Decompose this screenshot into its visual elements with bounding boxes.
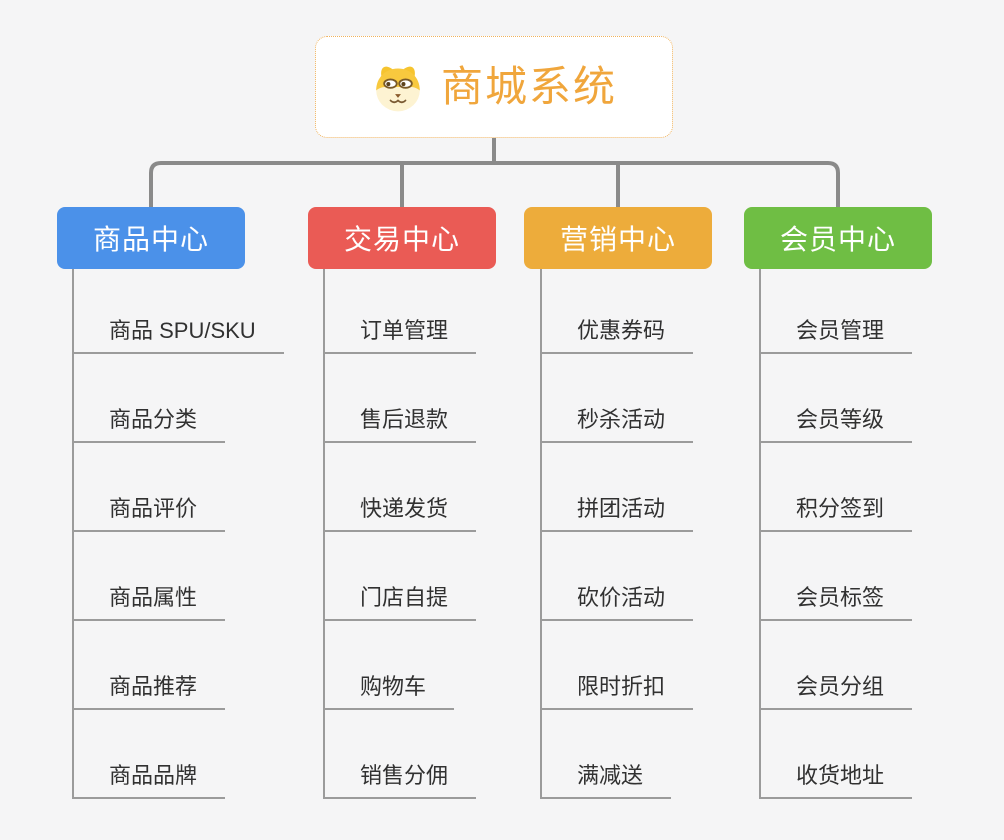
leaf-list-member-center: 会员管理 会员等级 积分签到 会员标签 会员分组 收货地址 <box>759 269 913 799</box>
leaf-label: 会员等级 <box>761 407 913 443</box>
leaf-node[interactable]: 快递发货 <box>325 443 477 532</box>
leaf-node[interactable]: 秒杀活动 <box>542 354 694 443</box>
leaf-node[interactable]: 商品推荐 <box>74 621 284 710</box>
leaf-label: 拼团活动 <box>542 496 694 532</box>
leaf-node[interactable]: 门店自提 <box>325 532 477 621</box>
branch-node-member-center[interactable]: 会员中心 <box>744 207 932 269</box>
leaf-label: 订单管理 <box>325 318 477 354</box>
leaf-node[interactable]: 满减送 <box>542 710 693 799</box>
leaf-label: 商品推荐 <box>74 674 226 710</box>
branch-node-marketing-center[interactable]: 营销中心 <box>524 207 712 269</box>
leaf-node[interactable]: 拼团活动 <box>542 443 694 532</box>
leaf-node[interactable]: 优惠券码 <box>542 269 694 354</box>
leaf-node[interactable]: 会员分组 <box>761 621 913 710</box>
leaf-label: 会员分组 <box>761 674 913 710</box>
leaf-label: 购物车 <box>325 674 455 710</box>
leaf-node[interactable]: 积分签到 <box>761 443 913 532</box>
leaf-node[interactable]: 商品评价 <box>74 443 284 532</box>
leaf-node[interactable]: 商品属性 <box>74 532 284 621</box>
leaf-list-marketing-center: 优惠券码 秒杀活动 拼团活动 砍价活动 限时折扣 满减送 <box>540 269 694 799</box>
leaf-label: 快递发货 <box>325 496 477 532</box>
leaf-label: 限时折扣 <box>542 674 694 710</box>
leaf-node[interactable]: 会员等级 <box>761 354 913 443</box>
leaf-label: 砍价活动 <box>542 585 694 621</box>
leaf-node[interactable]: 购物车 <box>325 621 476 710</box>
leaf-label: 商品评价 <box>74 496 226 532</box>
branch-bus-connector <box>149 161 840 207</box>
leaf-label: 门店自提 <box>325 585 477 621</box>
leaf-node[interactable]: 售后退款 <box>325 354 477 443</box>
leaf-label: 满减送 <box>542 763 672 799</box>
leaf-label: 商品 SPU/SKU <box>74 318 284 354</box>
leaf-label: 积分签到 <box>761 496 913 532</box>
root-node[interactable]: 商城系统 <box>315 36 673 138</box>
leaf-node[interactable]: 销售分佣 <box>325 710 477 799</box>
branch-node-trade-center[interactable]: 交易中心 <box>308 207 496 269</box>
leaf-label: 商品属性 <box>74 585 226 621</box>
shiba-dog-icon <box>376 66 420 112</box>
leaf-node[interactable]: 会员管理 <box>761 269 913 354</box>
leaf-label: 销售分佣 <box>325 763 477 799</box>
leaf-node[interactable]: 商品分类 <box>74 354 284 443</box>
leaf-node[interactable]: 收货地址 <box>761 710 913 799</box>
leaf-node[interactable]: 限时折扣 <box>542 621 694 710</box>
leaf-node[interactable]: 砍价活动 <box>542 532 694 621</box>
leaf-list-product-center: 商品 SPU/SKU 商品分类 商品评价 商品属性 商品推荐 商品品牌 <box>72 269 284 799</box>
leaf-list-trade-center: 订单管理 售后退款 快递发货 门店自提 购物车 销售分佣 <box>323 269 477 799</box>
leaf-label: 会员标签 <box>761 585 913 621</box>
leaf-node[interactable]: 会员标签 <box>761 532 913 621</box>
branch-node-product-center[interactable]: 商品中心 <box>57 207 245 269</box>
leaf-label: 商品分类 <box>74 407 226 443</box>
leaf-node[interactable]: 订单管理 <box>325 269 477 354</box>
root-node-title: 商城系统 <box>440 63 617 110</box>
leaf-node[interactable]: 商品品牌 <box>74 710 284 799</box>
leaf-label: 会员管理 <box>761 318 913 354</box>
leaf-label: 收货地址 <box>761 763 913 799</box>
leaf-node[interactable]: 商品 SPU/SKU <box>74 269 284 354</box>
leaf-label: 商品品牌 <box>74 763 226 799</box>
leaf-label: 售后退款 <box>325 407 477 443</box>
leaf-label: 秒杀活动 <box>542 407 694 443</box>
leaf-label: 优惠券码 <box>542 318 694 354</box>
